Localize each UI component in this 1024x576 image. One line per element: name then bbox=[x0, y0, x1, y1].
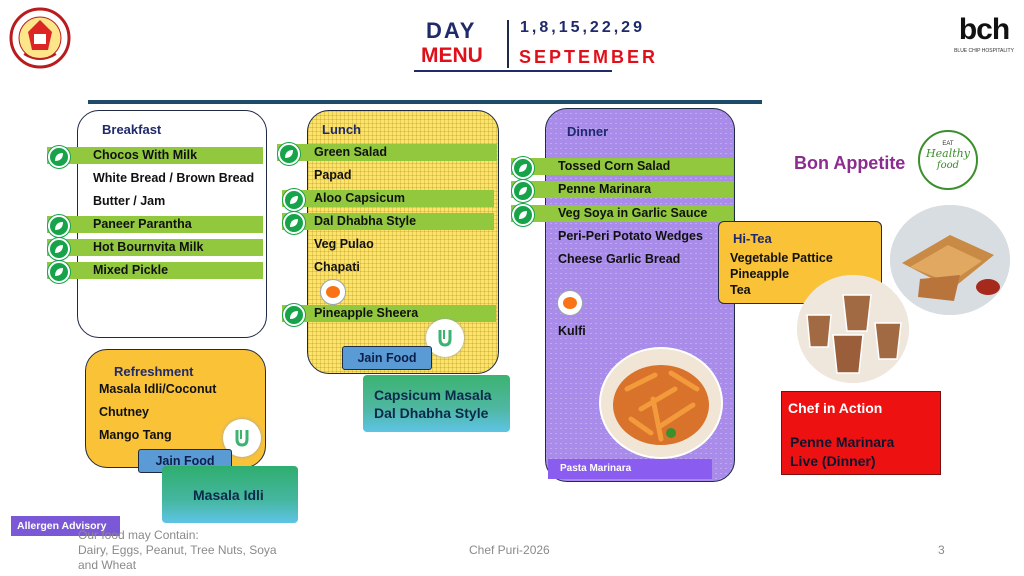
breakfast-item: Paneer Parantha bbox=[93, 217, 192, 231]
pattice-icon bbox=[890, 205, 1010, 315]
chef-action-line2: Live (Dinner) bbox=[790, 453, 876, 469]
bon-appetite-text: Bon Appetite bbox=[794, 153, 906, 173]
veg-leaf-icon bbox=[283, 304, 305, 326]
pasta-caption-box bbox=[548, 459, 712, 479]
lunch-item: Pineapple Sheera bbox=[314, 306, 419, 320]
header-divider bbox=[507, 20, 509, 68]
lunch-item: Veg Pulao bbox=[314, 237, 374, 251]
pattice-photo bbox=[890, 205, 1010, 315]
day-label: DAY bbox=[426, 18, 477, 43]
lunch-jain-food-label: Jain Food bbox=[342, 346, 432, 370]
healthy-badge-top: EAT bbox=[942, 141, 954, 147]
lunch-item: Aloo Capsicum bbox=[314, 191, 405, 205]
school-logo bbox=[6, 6, 74, 70]
bch-logo-text: bch bbox=[958, 13, 1010, 46]
healthy-badge-middle: Healthy bbox=[926, 147, 970, 160]
lunch-item: Green Salad bbox=[314, 145, 387, 159]
refreshment-title: Refreshment bbox=[114, 364, 194, 379]
pasta-photo bbox=[601, 349, 721, 457]
orange-fruit-icon bbox=[320, 279, 346, 305]
chef-action-line1: Penne Marinara bbox=[790, 434, 895, 450]
menu-month: SEPTEMBER bbox=[519, 47, 659, 67]
refreshment-item: Chutney bbox=[99, 405, 149, 419]
veg-leaf-icon bbox=[283, 212, 305, 234]
veg-leaf-icon bbox=[512, 180, 534, 202]
hitea-item: Tea bbox=[730, 283, 751, 297]
refreshment-jain-dish: Masala Idli bbox=[193, 487, 264, 503]
footer-page-number: 3 bbox=[938, 543, 945, 557]
lunch-title: Lunch bbox=[322, 122, 361, 137]
footer-chef: Chef Puri-2026 bbox=[469, 543, 550, 557]
refreshment-item: Mango Tang bbox=[99, 428, 172, 442]
pasta-icon bbox=[613, 365, 709, 445]
allergen-advisory-badge bbox=[11, 516, 120, 536]
dinner-item: Kulfi bbox=[558, 324, 586, 338]
lunch-item: Dal Dhabha Style bbox=[314, 214, 417, 228]
veg-leaf-icon bbox=[48, 238, 70, 260]
lunch-jain-dish: Capsicum Masala Dal Dhabha Style bbox=[374, 387, 492, 421]
veg-leaf-icon bbox=[278, 143, 300, 165]
dinner-item: Veg Soya in Garlic Sauce bbox=[558, 206, 708, 220]
tea-photo bbox=[797, 275, 909, 383]
menu-label: MENU bbox=[421, 44, 483, 67]
orange-fruit-icon bbox=[557, 290, 583, 316]
refreshment-jain-dish-box bbox=[162, 466, 298, 523]
veg-leaf-icon bbox=[512, 204, 534, 226]
breakfast-item: Butter / Jam bbox=[93, 194, 166, 208]
refreshment-item: Masala Idli/Coconut bbox=[99, 382, 217, 396]
breakfast-item: Chocos With Milk bbox=[93, 148, 198, 162]
allergen-advisory-label: Allergen Advisory bbox=[17, 520, 107, 532]
lunch-item: Chapati bbox=[314, 260, 360, 274]
chef-action-box bbox=[781, 391, 941, 475]
dinner-title: Dinner bbox=[567, 124, 609, 139]
title-rule bbox=[88, 100, 762, 104]
allergen-line-1: Our food may Contain: bbox=[78, 528, 199, 542]
veg-leaf-icon bbox=[48, 261, 70, 283]
dinner-item: Peri-Peri Potato Wedges bbox=[558, 229, 703, 243]
bch-logo-subtitle: BLUE CHIP HOSPITALITY bbox=[954, 48, 1014, 54]
veg-leaf-icon bbox=[512, 157, 534, 179]
veg-leaf-icon bbox=[48, 146, 70, 168]
allergen-line-3: and Wheat bbox=[78, 558, 137, 572]
school-crest-icon bbox=[9, 7, 71, 69]
lunch-item: Papad bbox=[314, 168, 352, 182]
dinner-item: Tossed Corn Salad bbox=[558, 159, 671, 173]
hitea-title: Hi-Tea bbox=[733, 231, 772, 246]
breakfast-title: Breakfast bbox=[102, 122, 162, 137]
header-underline bbox=[414, 70, 612, 72]
bch-logo: bch BLUE CHIP HOSPITALITY bbox=[946, 14, 1022, 64]
dinner-highlight-1 bbox=[511, 158, 733, 175]
breakfast-highlight-1 bbox=[47, 147, 263, 164]
lunch-highlight-7 bbox=[282, 305, 496, 322]
dinner-item: Cheese Garlic Bread bbox=[558, 252, 681, 266]
veg-leaf-icon bbox=[48, 215, 70, 237]
lunch-highlight-1 bbox=[277, 144, 497, 161]
breakfast-item: Hot Bournvita Milk bbox=[93, 240, 204, 254]
breakfast-highlight-6 bbox=[47, 262, 263, 279]
hitea-item: Vegetable Pattice bbox=[730, 251, 833, 265]
healthy-badge-bottom: food bbox=[936, 160, 960, 171]
chef-action-title: Chef in Action bbox=[788, 400, 883, 416]
allergen-line-2: Dairy, Eggs, Peanut, Tree Nuts, Soya bbox=[78, 543, 277, 557]
dinner-highlight-3 bbox=[511, 205, 733, 222]
lunch-highlight-3 bbox=[282, 190, 494, 207]
menu-dates: 1,8,15,22,29 bbox=[520, 19, 645, 36]
breakfast-highlight-4 bbox=[47, 216, 263, 233]
pasta-caption: Pasta Marinara bbox=[560, 463, 632, 474]
lunch-jain-dish-box bbox=[363, 375, 510, 432]
breakfast-highlight-5 bbox=[47, 239, 263, 256]
dinner-highlight-2 bbox=[511, 181, 733, 198]
veg-leaf-icon bbox=[283, 189, 305, 211]
lunch-highlight-4 bbox=[282, 213, 494, 230]
healthy-food-badge: EAT Healthy food bbox=[918, 130, 978, 190]
jain-food-icon bbox=[426, 319, 464, 357]
dinner-item: Penne Marinara bbox=[558, 182, 652, 196]
hitea-item: Pineapple bbox=[730, 267, 790, 281]
breakfast-item: White Bread / Brown Bread bbox=[93, 171, 255, 185]
tea-cups-icon bbox=[797, 275, 909, 383]
breakfast-item: Mixed Pickle bbox=[93, 263, 169, 277]
